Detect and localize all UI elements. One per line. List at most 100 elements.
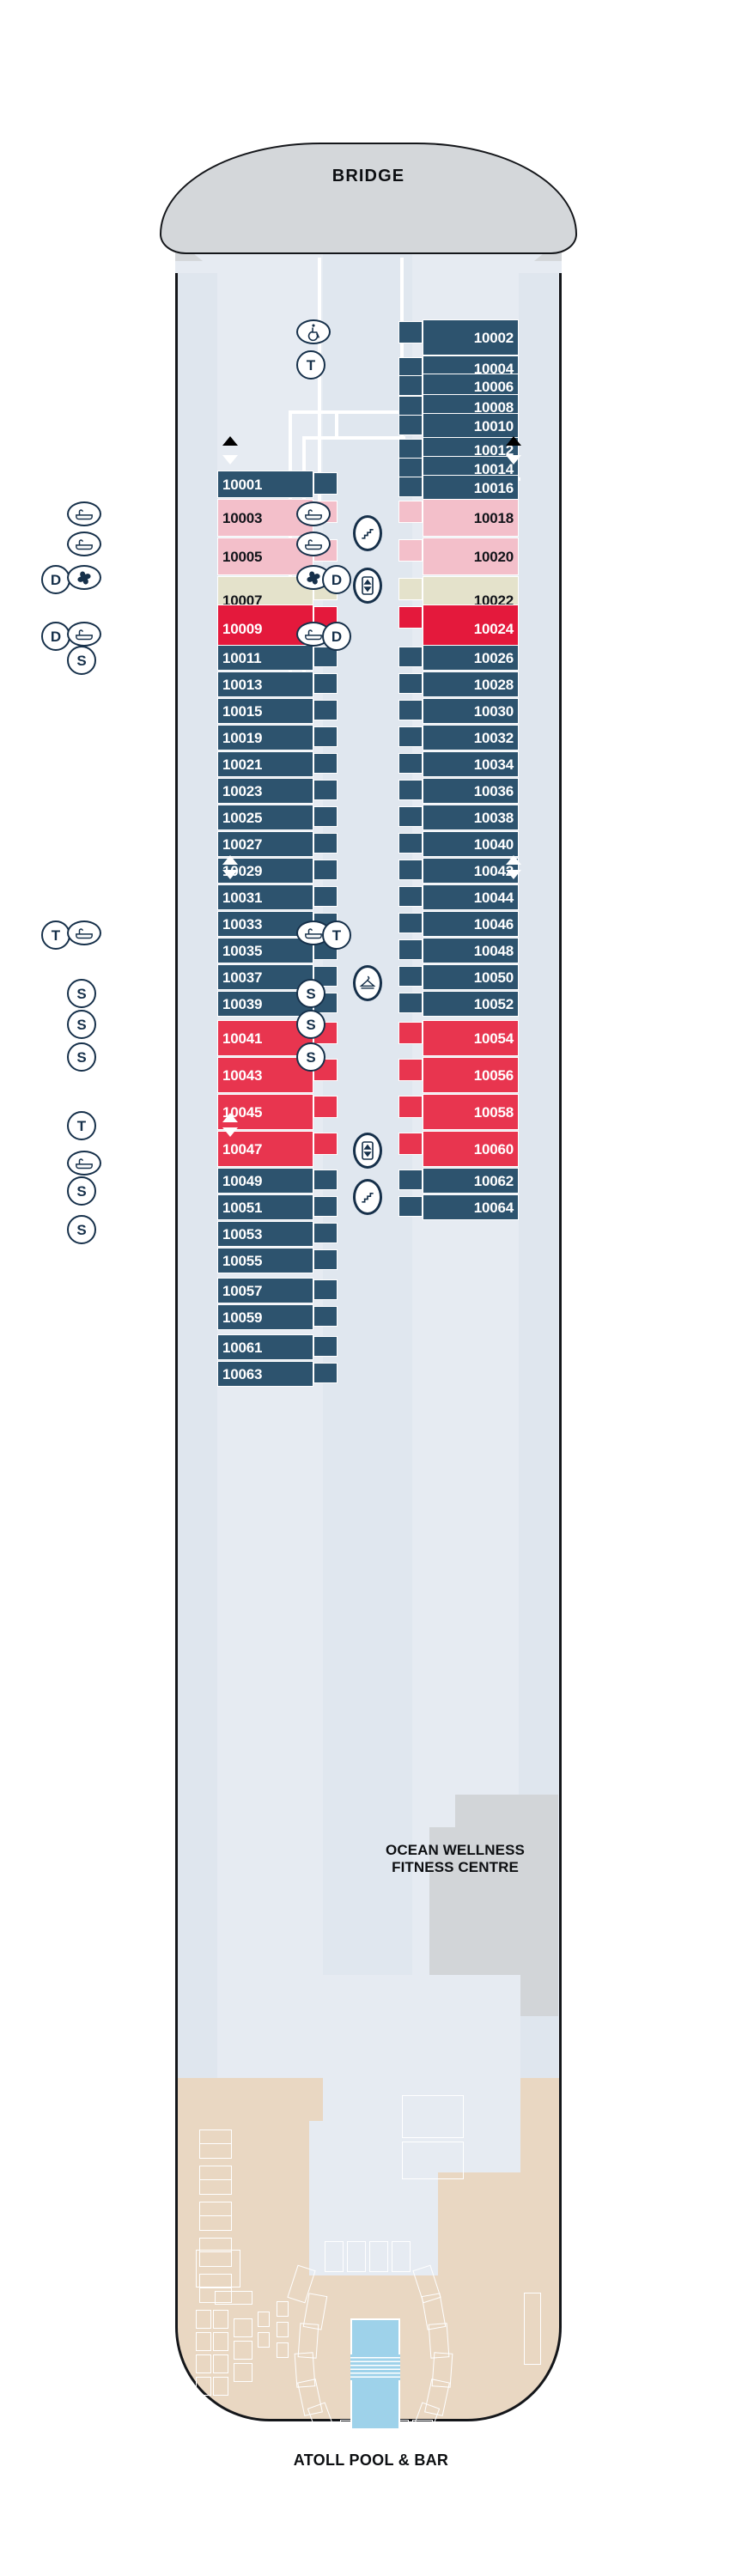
cabin-number-label: 10015 (222, 702, 263, 720)
letter-s-icon: S (67, 1215, 96, 1244)
deck-furniture (199, 2287, 232, 2303)
cabin-10001[interactable]: 10001 (217, 471, 313, 498)
cabin-10047[interactable]: 10047 (217, 1131, 313, 1167)
cabin-10021[interactable]: 10021 (217, 751, 313, 777)
cabin-10064[interactable]: 10064 (423, 1194, 519, 1220)
letter-s-icon: S (296, 979, 325, 1008)
cabin-10051[interactable]: 10051 (217, 1194, 313, 1220)
cabin-number-label: 10012 (473, 441, 514, 459)
cabin-10023[interactable]: 10023 (217, 778, 313, 804)
cabin-bathroom-10010 (398, 415, 423, 435)
cabin-10042[interactable]: 10042 (423, 858, 519, 884)
cabin-10057[interactable]: 10057 (217, 1278, 313, 1303)
cabin-10002[interactable]: 10002 (423, 319, 519, 355)
cabin-number-label: 10047 (222, 1140, 263, 1157)
cabin-10045[interactable]: 10045 (217, 1094, 313, 1130)
cabin-10060[interactable]: 10060 (423, 1131, 519, 1167)
letter-t-icon: T (41, 920, 70, 950)
cabin-number-label: 10064 (473, 1199, 514, 1216)
cabin-10058[interactable]: 10058 (423, 1094, 519, 1130)
cabin-10036[interactable]: 10036 (423, 778, 519, 804)
cabin-10028[interactable]: 10028 (423, 671, 519, 697)
cabin-10056[interactable]: 10056 (423, 1057, 519, 1093)
cabin-10048[interactable]: 10048 (423, 938, 519, 963)
cabin-10044[interactable]: 10044 (423, 884, 519, 910)
cabin-10011[interactable]: 10011 (217, 645, 313, 671)
cabin-bathroom-10064 (398, 1196, 423, 1217)
cabin-10016[interactable]: 10016 (423, 475, 519, 501)
amenity-letter: T (76, 1117, 87, 1134)
cabin-number-label: 10051 (222, 1199, 263, 1216)
fitness-centre-block-2 (455, 1795, 558, 1836)
cabin-number-label: 10046 (473, 915, 514, 933)
cabin-10032[interactable]: 10032 (423, 725, 519, 750)
cabin-bathroom-10059 (313, 1306, 338, 1327)
partition-1 (318, 258, 321, 515)
cabin-10049[interactable]: 10049 (217, 1168, 313, 1194)
cabin-10050[interactable]: 10050 (423, 964, 519, 990)
cabin-10038[interactable]: 10038 (423, 805, 519, 830)
cabin-number-label: 10054 (473, 1030, 514, 1047)
cabin-10019[interactable]: 10019 (217, 725, 313, 750)
cabin-10062[interactable]: 10062 (423, 1168, 519, 1194)
cabin-10024[interactable]: 10024 (423, 605, 519, 653)
cabin-10013[interactable]: 10013 (217, 671, 313, 697)
cabin-bathroom-10019 (313, 726, 338, 747)
cabin-number-label: 10061 (222, 1339, 263, 1356)
cabin-10034[interactable]: 10034 (423, 751, 519, 777)
cabin-10031[interactable]: 10031 (217, 884, 313, 910)
cabin-10025[interactable]: 10025 (217, 805, 313, 830)
cabin-bathroom-10051 (313, 1196, 338, 1217)
cabin-number-label: 10034 (473, 756, 514, 773)
letter-d-icon: D (322, 565, 351, 594)
cabin-10018[interactable]: 10018 (423, 499, 519, 537)
cabin-bathroom-10053 (313, 1223, 338, 1243)
cabin-10059[interactable]: 10059 (217, 1304, 313, 1330)
cabin-10061[interactable]: 10061 (217, 1334, 313, 1360)
amenity-letter: T (306, 356, 316, 374)
cabin-10063[interactable]: 10063 (217, 1361, 313, 1387)
deck-furniture (369, 2241, 388, 2272)
deck-furniture (196, 2354, 211, 2373)
letter-s-icon: S (296, 1010, 325, 1039)
cabin-number-label: 10031 (222, 889, 263, 906)
cabin-number-label: 10008 (473, 398, 514, 416)
deck-furniture (196, 2250, 240, 2287)
cabin-10054[interactable]: 10054 (423, 1020, 519, 1056)
cabin-10040[interactable]: 10040 (423, 831, 519, 857)
hull-band-port (178, 227, 217, 2164)
bathtub-icon (67, 1151, 101, 1176)
cabin-10015[interactable]: 10015 (217, 698, 313, 724)
venue-wellness-line2: FITNESS CENTRE (392, 1858, 519, 1875)
bathtub-icon (296, 532, 331, 556)
cabin-10010[interactable]: 10010 (423, 413, 519, 439)
deck-furniture (199, 2179, 232, 2195)
deck-furniture (258, 2312, 270, 2327)
deck-furniture (234, 2318, 252, 2337)
cabin-number-label: 10013 (222, 676, 263, 693)
cabin-number-label: 10044 (473, 889, 514, 906)
cabin-10052[interactable]: 10052 (423, 991, 519, 1017)
cabin-bathroom-10029 (313, 860, 338, 880)
cabin-bathroom-10063 (313, 1363, 338, 1383)
cabin-bathroom-10032 (398, 726, 423, 747)
partition-5 (302, 436, 405, 440)
cabin-10027[interactable]: 10027 (217, 831, 313, 857)
cabin-10046[interactable]: 10046 (423, 911, 519, 937)
cabin-10053[interactable]: 10053 (217, 1221, 313, 1247)
cabin-10029[interactable]: 10029 (217, 858, 313, 884)
cabin-10026[interactable]: 10026 (423, 645, 519, 671)
cabin-bathroom-10054 (398, 1022, 423, 1044)
cabin-10030[interactable]: 10030 (423, 698, 519, 724)
cabin-number-label: 10033 (222, 915, 263, 933)
cabin-10055[interactable]: 10055 (217, 1248, 313, 1273)
letter-d-icon: D (322, 622, 351, 651)
cabin-bathroom-10023 (313, 780, 338, 800)
cabin-bathroom-10057 (313, 1279, 338, 1300)
cabin-number-label: 10018 (473, 509, 514, 526)
amenity-letter: S (76, 1016, 87, 1033)
cabin-10035[interactable]: 10035 (217, 938, 313, 963)
cabin-number-label: 10016 (473, 479, 514, 496)
cabin-10020[interactable]: 10020 (423, 538, 519, 575)
